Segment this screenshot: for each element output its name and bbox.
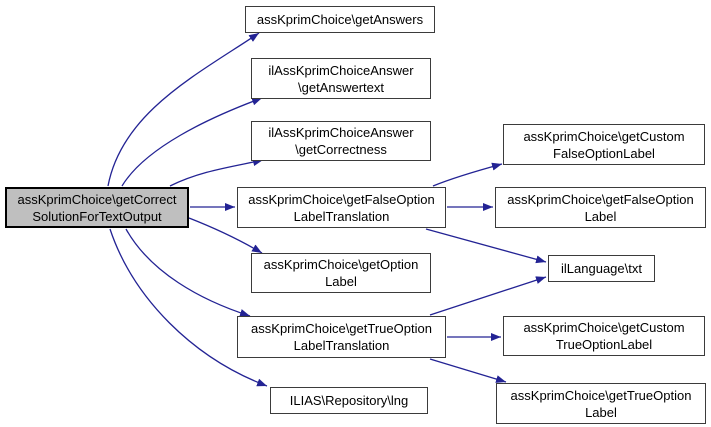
- node-get-false-option-label[interactable]: assKprimChoice\getFalseOption Label: [495, 187, 706, 228]
- node-get-option-label[interactable]: assKprimChoice\getOption Label: [251, 253, 431, 293]
- edge-get-false-option-label-translation-to-get-custom-false-option-label: [432, 162, 503, 187]
- edge-root-to-get-correctness: [169, 158, 264, 187]
- edge-get-true-option-label-translation-to-get-true-option-label: [429, 358, 507, 383]
- edge-root-to-get-true-option-label-translation: [125, 228, 251, 317]
- node-get-custom-true-option-label[interactable]: assKprimChoice\getCustom TrueOptionLabel: [503, 316, 705, 356]
- edge-root-to-lng: [109, 228, 268, 387]
- node-get-true-option-label-translation[interactable]: assKprimChoice\getTrueOption LabelTransl…: [237, 316, 446, 358]
- edge-get-true-option-label-translation-to-txt: [429, 276, 547, 316]
- node-il-language-txt[interactable]: ilLanguage\txt: [548, 255, 655, 282]
- edge-root-to-get-answers: [107, 32, 260, 187]
- node-get-answertext[interactable]: ilAssKprimChoiceAnswer \getAnswertext: [251, 58, 431, 99]
- node-get-custom-false-option-label[interactable]: assKprimChoice\getCustom FalseOptionLabe…: [503, 124, 705, 165]
- node-get-correct-solution-for-text-output: assKprimChoice\getCorrect SolutionForTex…: [5, 187, 189, 228]
- node-get-correctness[interactable]: ilAssKprimChoiceAnswer \getCorrectness: [251, 121, 431, 161]
- node-get-answers[interactable]: assKprimChoice\getAnswers: [245, 6, 435, 33]
- node-ilias-repository-lng[interactable]: ILIAS\Repository\lng: [270, 387, 428, 414]
- edge-get-false-option-label-translation-to-txt: [425, 228, 547, 264]
- node-get-true-option-label[interactable]: assKprimChoice\getTrueOption Label: [496, 383, 706, 424]
- node-get-false-option-label-translation[interactable]: assKprimChoice\getFalseOption LabelTrans…: [237, 187, 446, 228]
- edge-root-to-get-answertext: [121, 97, 263, 187]
- edge-root-to-get-option-label: [188, 217, 263, 254]
